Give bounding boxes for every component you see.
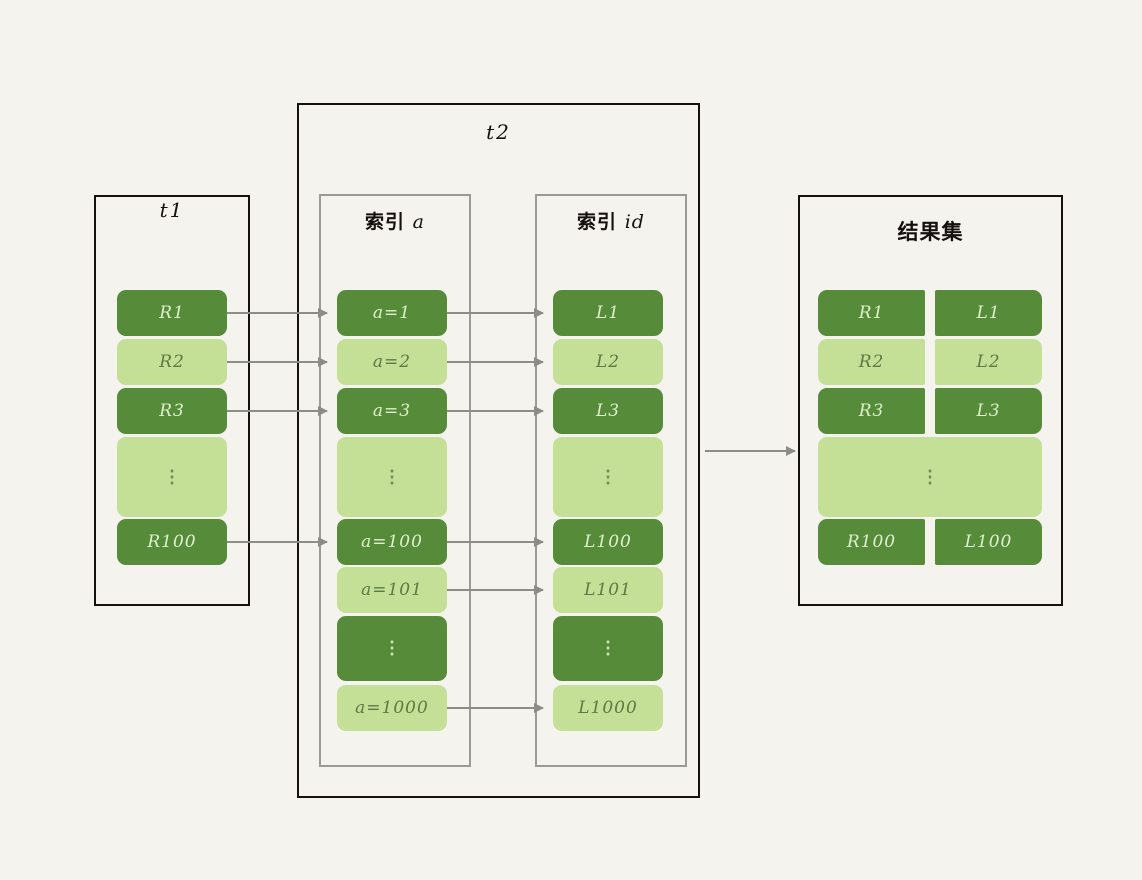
t1-row-ellipsis: ⋮ [117, 437, 227, 517]
result-row-1-left: R1 [818, 290, 925, 336]
t1-row-r1: R1 [117, 290, 227, 336]
index-id-row-l2: L2 [553, 339, 663, 385]
arrow-r2-to-a2 [227, 357, 328, 367]
result-row-2-left: R2 [818, 339, 925, 385]
result-row-3-left: R3 [818, 388, 925, 434]
result-row-ellipsis: ⋮ [818, 437, 1042, 517]
result-row-3-right: L3 [935, 388, 1042, 434]
index-a-row-a1000: a=1000 [337, 685, 447, 731]
result-row-5-left: R100 [818, 519, 925, 565]
index-id-title: 索引 id [535, 207, 687, 234]
index-id-row-ellipsis-1: ⋮ [553, 437, 663, 517]
index-a-row-a2: a=2 [337, 339, 447, 385]
index-a-title-lat: a [412, 211, 425, 233]
t1-row-r3: R3 [117, 388, 227, 434]
index-id-title-cjk: 索引 [577, 211, 618, 233]
index-a-row-a1: a=1 [337, 290, 447, 336]
index-id-row-l1: L1 [553, 290, 663, 336]
index-a-title-cjk: 索引 [365, 211, 406, 233]
arrow-r3-to-a3 [227, 406, 328, 416]
index-a-row-ellipsis-1: ⋮ [337, 437, 447, 517]
arrow-r100-to-a100 [227, 537, 328, 547]
index-a-row-a100: a=100 [337, 519, 447, 565]
t2-container [297, 103, 700, 798]
arrow-a101-to-l101 [447, 585, 544, 595]
arrow-a1000-to-l1000 [447, 703, 544, 713]
index-a-container [319, 194, 471, 767]
result-set-container [798, 195, 1063, 606]
index-id-container [535, 194, 687, 767]
index-id-row-l101: L101 [553, 567, 663, 613]
index-a-row-ellipsis-2: ⋮ [337, 616, 447, 681]
t1-title: t1 [159, 198, 185, 222]
result-row-1-right: L1 [935, 290, 1042, 336]
index-a-title: 索引 a [319, 207, 471, 234]
t1-row-r2: R2 [117, 339, 227, 385]
arrow-r1-to-a1 [227, 308, 328, 318]
index-id-title-lat: id [624, 211, 645, 233]
result-row-2-right: L2 [935, 339, 1042, 385]
arrow-a2-to-l2 [447, 357, 544, 367]
t2-title: t2 [486, 120, 511, 144]
t1-row-r100: R100 [117, 519, 227, 565]
index-a-row-a101: a=101 [337, 567, 447, 613]
arrow-a1-to-l1 [447, 308, 544, 318]
arrow-a100-to-l100 [447, 537, 544, 547]
t1-container [94, 195, 250, 606]
index-id-row-l100: L100 [553, 519, 663, 565]
arrow-t2-to-result-set [705, 446, 796, 456]
index-a-row-a3: a=3 [337, 388, 447, 434]
index-id-row-l1000: L1000 [553, 685, 663, 731]
result-row-5-right: L100 [935, 519, 1042, 565]
arrow-a3-to-l3 [447, 406, 544, 416]
index-id-row-l3: L3 [553, 388, 663, 434]
index-id-row-ellipsis-2: ⋮ [553, 616, 663, 681]
result-set-title: 结果集 [897, 220, 964, 244]
